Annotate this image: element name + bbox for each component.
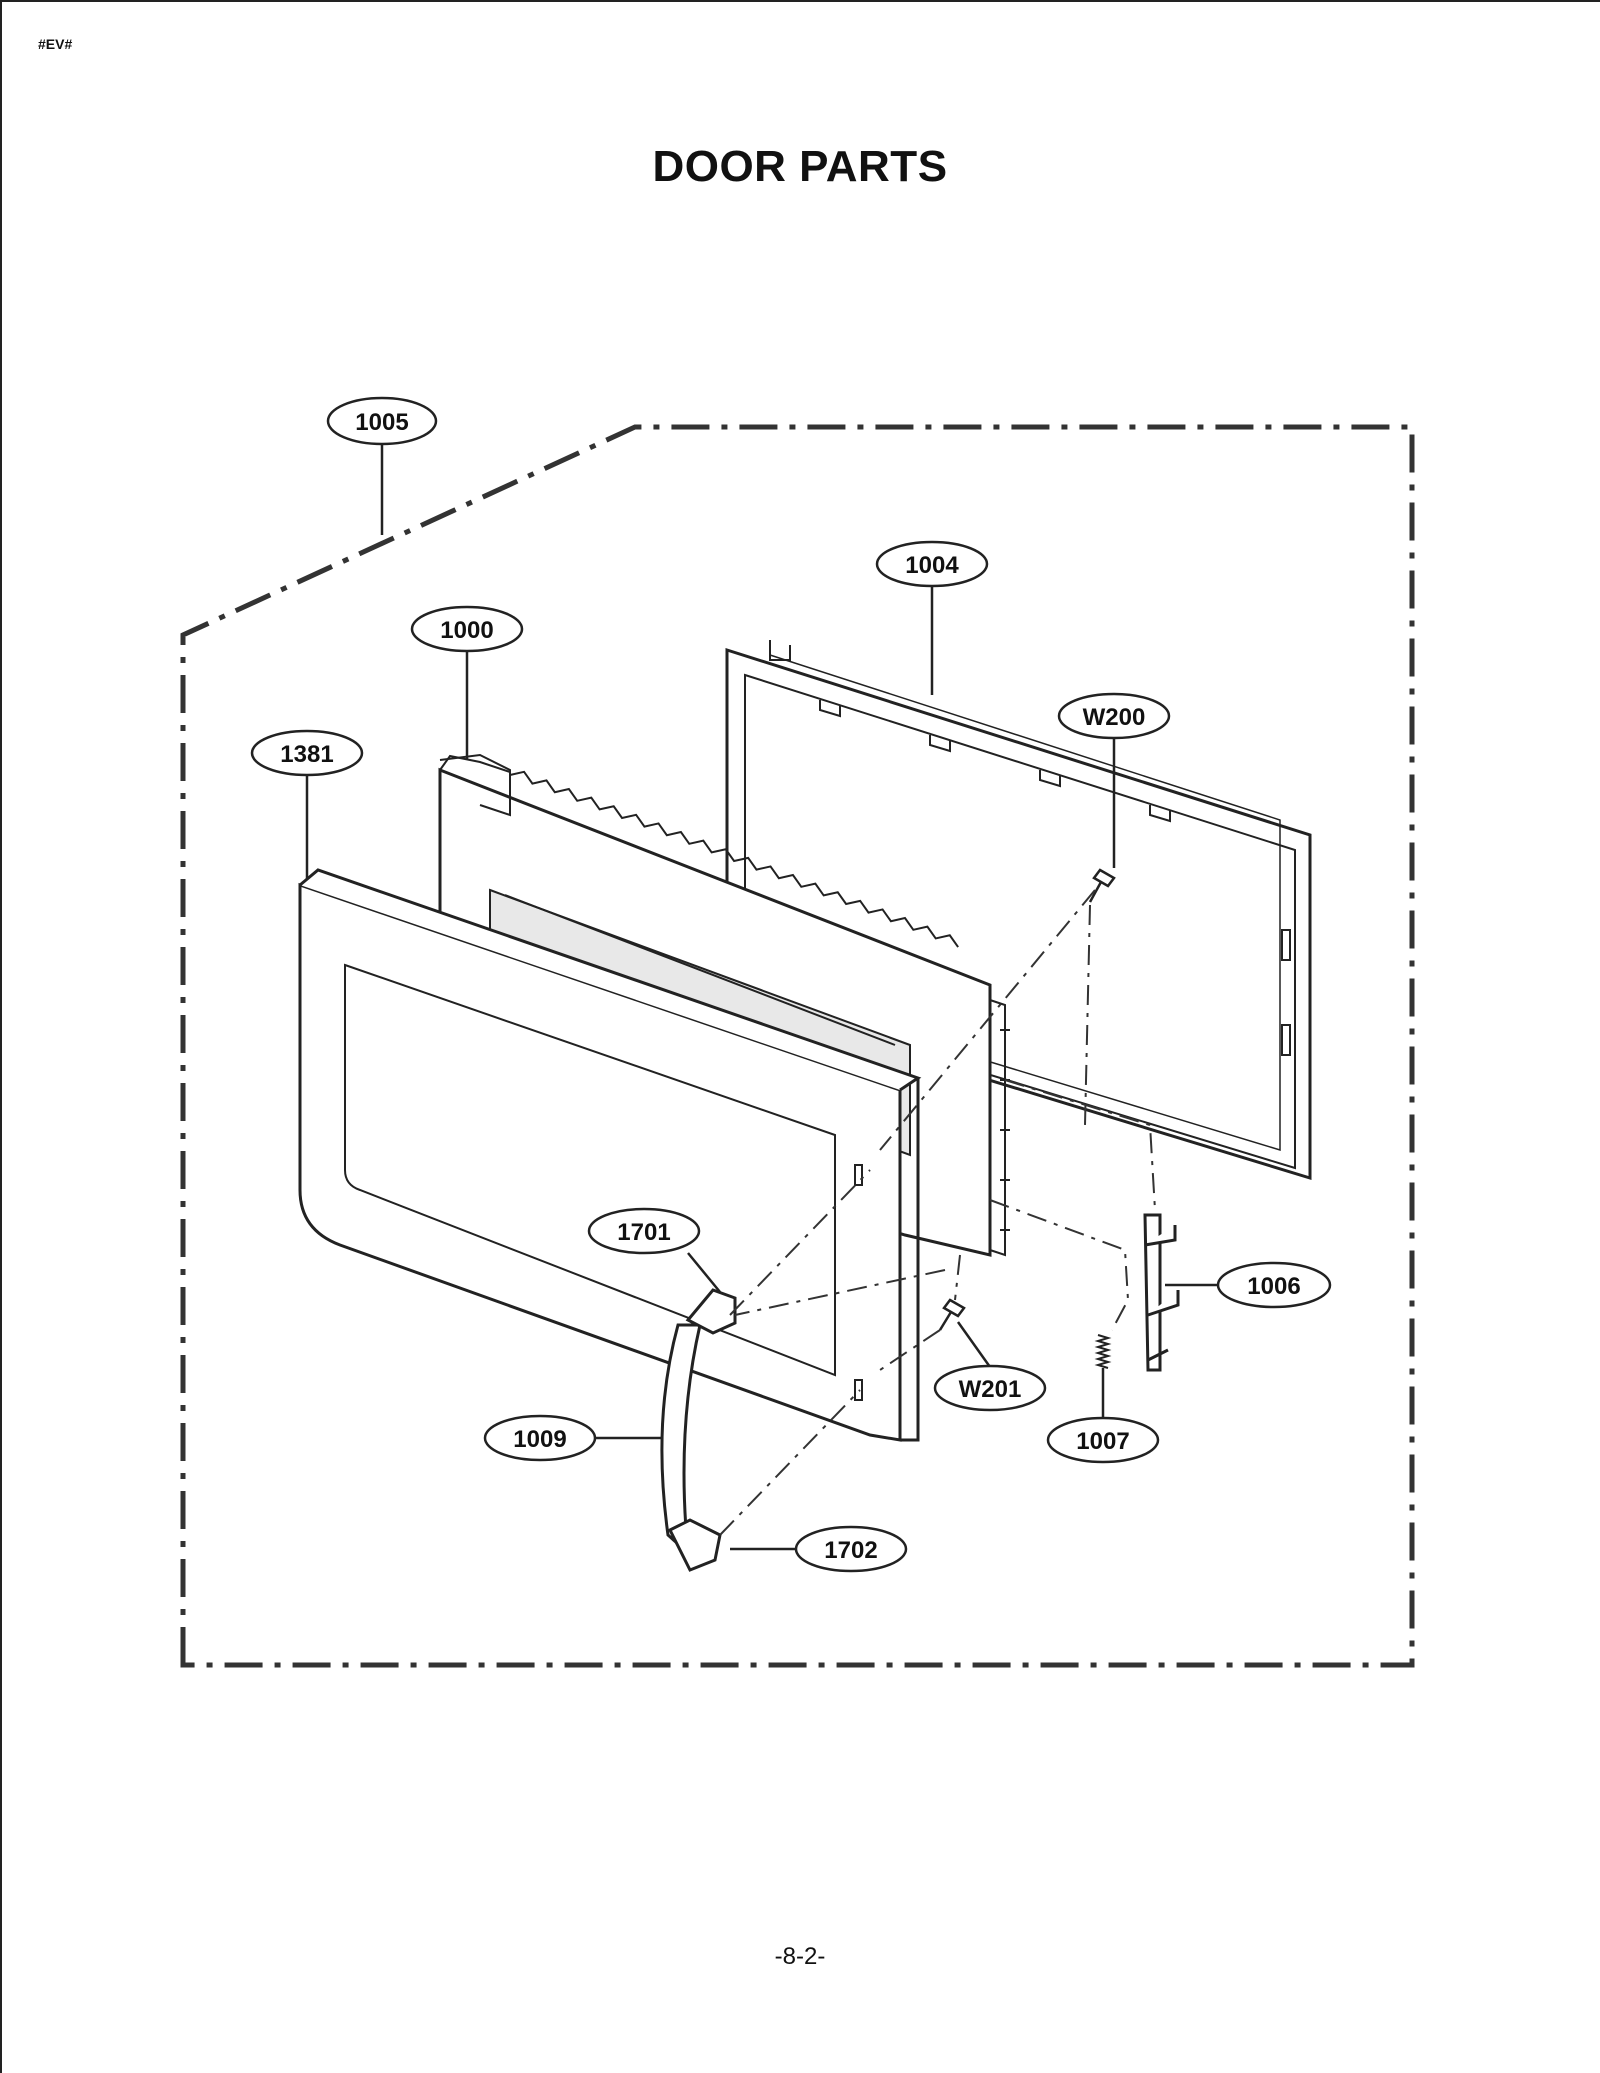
callout-1004: 1004 (875, 540, 989, 588)
screw-w200 (1088, 868, 1116, 903)
document-code: #EV# (38, 36, 73, 52)
part-1381-door-panel (298, 868, 922, 1442)
callout-1702-label: 1702 (824, 1537, 877, 1564)
screw-w201 (938, 1298, 966, 1331)
callout-1007: 1007 (1046, 1416, 1160, 1464)
assembly-boundary (180, 424, 1415, 1668)
callout-1381: 1381 (250, 729, 364, 777)
callout-1000-label: 1000 (440, 617, 493, 644)
callout-1005: 1005 (326, 396, 438, 446)
callout-leaders (305, 444, 1218, 1551)
callout-1701-label: 1701 (617, 1219, 670, 1246)
assembly-guide-lines (719, 889, 1156, 1536)
callout-1007-label: 1007 (1076, 1428, 1129, 1455)
callout-1006: 1006 (1216, 1261, 1332, 1309)
callout-W200-label: W200 (1083, 704, 1146, 731)
part-1007-spring (1094, 1334, 1112, 1369)
part-1006-latch (1143, 1213, 1180, 1372)
page-number: -8-2- (774, 1943, 826, 1970)
callout-1004-label: 1004 (905, 552, 959, 579)
callout-1005-label: 1005 (355, 409, 408, 436)
callout-1006-label: 1006 (1247, 1273, 1300, 1300)
callout-1702: 1702 (794, 1525, 908, 1573)
part-1702-handle-cap-bottom (667, 1518, 722, 1572)
callout-1009: 1009 (483, 1414, 597, 1462)
callout-W201: W201 (933, 1364, 1047, 1412)
callout-1000: 1000 (410, 605, 524, 653)
page-title: DOOR PARTS (652, 142, 948, 191)
callout-1009-label: 1009 (513, 1426, 566, 1453)
callout-1381-label: 1381 (280, 741, 333, 768)
callout-1701: 1701 (587, 1207, 701, 1255)
part-1009-door-handle (660, 1288, 737, 1572)
callout-W201-label: W201 (959, 1376, 1022, 1403)
callout-W200: W200 (1057, 692, 1171, 740)
